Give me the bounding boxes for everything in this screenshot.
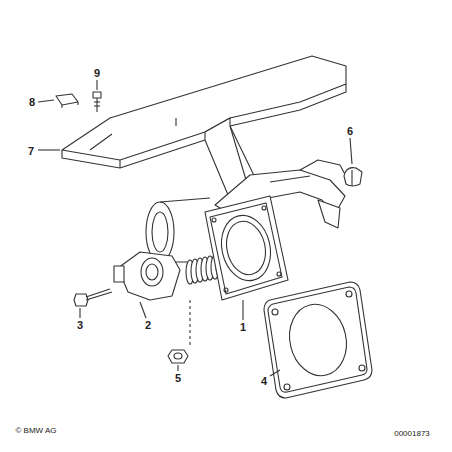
callout-number: 8 [28,97,36,108]
callout-number: 6 [346,126,354,137]
callout-number: 3 [76,320,84,331]
callout-number: 4 [260,376,268,387]
callout-number: 5 [174,373,182,384]
callout-number: 9 [93,68,101,79]
callout-number: 7 [27,146,35,157]
callout-number: 2 [144,320,152,331]
callout-number: 1 [239,322,247,333]
copyright-notice: © BMW AG [14,427,57,435]
drawing-number: 00001873 [393,430,431,438]
